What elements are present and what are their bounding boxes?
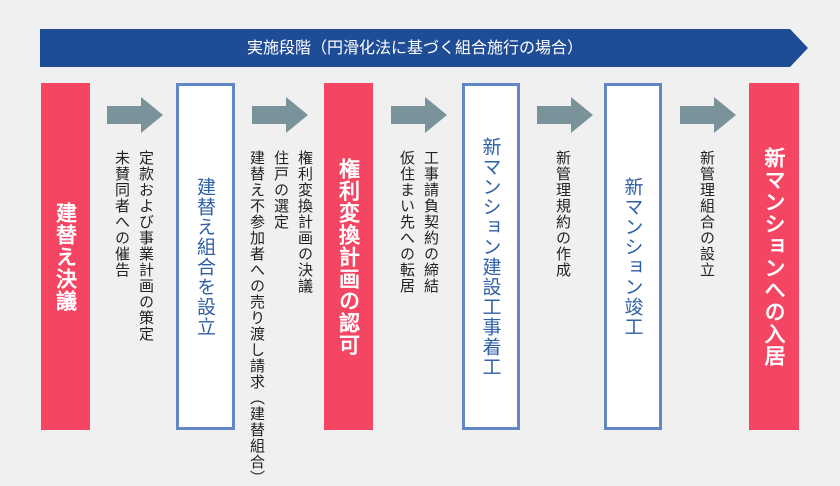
description-line: 新管理規約の作成 [554,150,572,278]
step-label: 新マンション建設工事着工 [479,136,502,377]
description-after-construction: 新管理規約の作成 [553,150,573,278]
phase-banner: 実施段階（円滑化法に基づく組合施行の場合） [40,29,808,67]
description-after-approval: 工事請負契約の締結 仮住まい先への転居 [397,150,441,294]
description-line: 工事請負契約の締結 [422,150,440,294]
arrow-right-icon [107,97,163,133]
step-move-in: 新マンションへの入居 [749,83,799,430]
description-line: 仮住まい先への転居 [398,150,416,294]
description-after-resolution: 定款および事業計画の策定 未賛同者への催告 [112,150,156,342]
step-label: 新マンション竣工 [621,176,644,337]
step-label: 新マンションへの入居 [762,146,786,367]
arrow-right-icon [680,97,736,133]
step-construction-start: 新マンション建設工事着工 [462,83,520,430]
banner-title: 実施段階（円滑化法に基づく組合施行の場合） [246,38,583,57]
description-line: 新管理組合の設立 [698,150,716,278]
description-line: 未賛同者への催告 [113,150,131,278]
description-after-completion: 新管理組合の設立 [697,150,717,278]
arrow-right-icon [252,97,308,133]
step-label: 権利変換計画の認可 [336,157,361,356]
step-completion: 新マンション竣工 [604,83,662,430]
banner-arrow-shape [40,29,808,67]
step-establish-association: 建替え組合を設立 [176,83,235,430]
description-after-association: 権利変換計画の決議 住戸の選定 建替え不参加者への売り渡し請求（建替組合） [247,150,315,486]
description-line: 住戸の選定 [272,150,290,230]
description-line: 定款および事業計画の策定 [137,150,155,342]
arrow-right-icon [537,97,593,133]
description-line: 権利変換計画の決議 [296,150,314,294]
step-rights-conversion-approval: 権利変換計画の認可 [324,83,373,430]
step-rebuild-resolution: 建替え決議 [41,83,90,430]
step-label: 建替え組合を設立 [194,176,216,337]
step-label: 建替え決議 [53,201,78,312]
arrow-right-icon [391,97,447,133]
description-line: 建替え不参加者への売り渡し請求（建替組合） [248,150,266,486]
